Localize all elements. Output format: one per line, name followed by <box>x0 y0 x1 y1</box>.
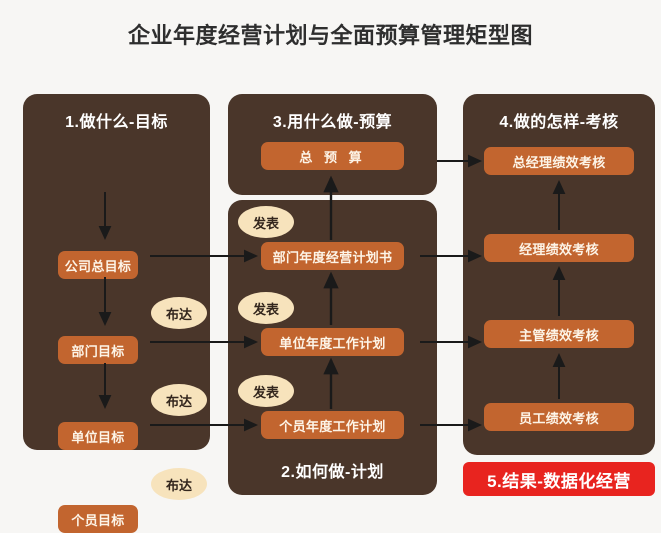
box-department-annual-plan[interactable]: 部门年度经营计划书 <box>261 242 404 270</box>
tag-fabiao-3: 发表 <box>238 375 294 407</box>
panel-budget-title: 3.用什么做-预算 <box>272 114 393 131</box>
box-individual-goal[interactable]: 个员目标 <box>58 505 138 533</box>
box-total-budget[interactable]: 总 预 算 <box>261 142 404 170</box>
box-unit-goal[interactable]: 单位目标 <box>58 422 138 450</box>
diagram-canvas: 企业年度经营计划与全面预算管理矩型图 1.做什么-目标 公司总目标 布达 部门目… <box>23 23 655 533</box>
tag-budai-3: 布达 <box>151 468 207 500</box>
tag-fabiao-2: 发表 <box>238 292 294 324</box>
tag-budai-2: 布达 <box>151 384 207 416</box>
panel-plan-title: 2.如何做-计划 <box>281 464 384 481</box>
panel-goals-title: 1.做什么-目标 <box>65 114 168 131</box>
box-gm-appraisal[interactable]: 总经理绩效考核 <box>484 147 634 175</box>
page-title: 企业年度经营计划与全面预算管理矩型图 <box>127 23 533 48</box>
tag-fabiao-1: 发表 <box>238 206 294 238</box>
panel-appraisal-title: 4.做的怎样-考核 <box>499 114 619 131</box>
box-unit-annual-plan[interactable]: 单位年度工作计划 <box>261 328 404 356</box>
box-company-goal[interactable]: 公司总目标 <box>58 251 138 279</box>
panel-appraisal: 4.做的怎样-考核 总经理绩效考核 经理绩效考核 主管绩效考核 员工绩效考核 <box>463 94 655 455</box>
box-individual-annual-plan[interactable]: 个员年度工作计划 <box>261 411 404 439</box>
box-result-data-driven[interactable]: 5.结果-数据化经营 <box>463 462 655 496</box>
panel-plan: 发表 部门年度经营计划书 发表 单位年度工作计划 发表 个员年度工作计划 2.如… <box>228 200 437 495</box>
panel-goals: 1.做什么-目标 公司总目标 布达 部门目标 布达 单位目标 布达 个员目标 <box>23 94 210 533</box>
box-manager-appraisal[interactable]: 经理绩效考核 <box>484 234 634 262</box>
tag-budai-1: 布达 <box>151 297 207 329</box>
box-supervisor-appraisal[interactable]: 主管绩效考核 <box>484 320 634 348</box>
box-employee-appraisal[interactable]: 员工绩效考核 <box>484 403 634 431</box>
box-department-goal[interactable]: 部门目标 <box>58 336 138 364</box>
panel-budget: 3.用什么做-预算 总 预 算 <box>228 94 437 195</box>
